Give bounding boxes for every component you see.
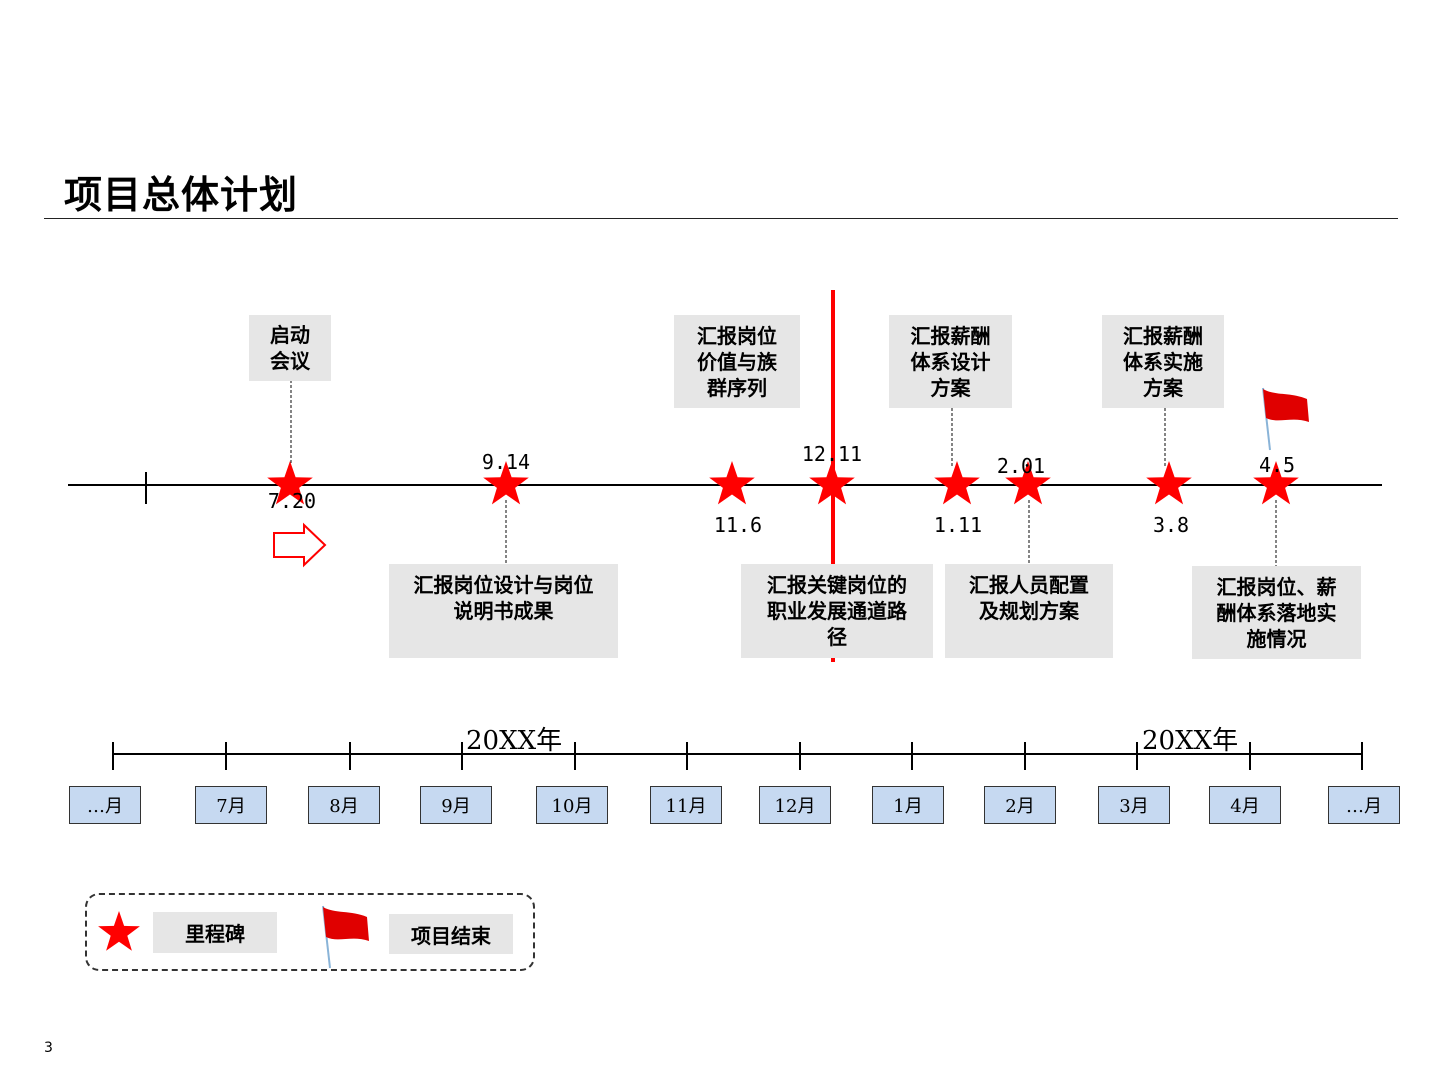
milestone-date-6: 2.01 bbox=[996, 454, 1046, 478]
page-number: 3 bbox=[44, 1040, 53, 1056]
milestone-date-7: 3.8 bbox=[1152, 513, 1190, 537]
star-icon bbox=[1146, 461, 1192, 505]
milestone-stars bbox=[267, 461, 1299, 505]
year-label-1: 20XX年 bbox=[466, 726, 563, 756]
star-icon bbox=[483, 461, 529, 505]
star-icon bbox=[1253, 461, 1299, 505]
milestone-box-2: 汇报岗位设计与岗位 说明书成果 bbox=[389, 564, 618, 658]
year-label-2: 20XX年 bbox=[1142, 726, 1239, 756]
star-icon bbox=[809, 461, 855, 505]
milestone-box-6: 汇报人员配置 及规划方案 bbox=[945, 564, 1113, 658]
title-divider bbox=[44, 218, 1398, 219]
milestone-box-8: 汇报岗位、薪 酬体系落地实 施情况 bbox=[1192, 566, 1361, 659]
milestone-box-1: 启动 会议 bbox=[249, 315, 331, 381]
legend-milestone-label: 里程碑 bbox=[153, 912, 277, 953]
milestone-date-4: 12.11 bbox=[801, 442, 863, 466]
month-cell: 2月 bbox=[984, 786, 1056, 824]
star-icon bbox=[267, 461, 313, 505]
milestone-date-1: 7.20 bbox=[267, 489, 317, 513]
milestone-box-7: 汇报薪酬 体系实施 方案 bbox=[1102, 315, 1224, 408]
star-icon bbox=[1005, 461, 1051, 505]
month-cell: 11月 bbox=[650, 786, 722, 824]
month-cell: …月 bbox=[1328, 786, 1400, 824]
month-cell: 1月 bbox=[872, 786, 944, 824]
month-cell: 4月 bbox=[1209, 786, 1281, 824]
month-cell: 7月 bbox=[195, 786, 267, 824]
month-cell: …月 bbox=[69, 786, 141, 824]
milestone-date-2: 9.14 bbox=[481, 450, 531, 474]
month-cell: 10月 bbox=[536, 786, 608, 824]
month-cell: 3月 bbox=[1098, 786, 1170, 824]
star-icon bbox=[934, 461, 980, 505]
flag-icon bbox=[1262, 387, 1309, 451]
month-cell: 8月 bbox=[308, 786, 380, 824]
legend bbox=[85, 893, 535, 971]
arrow-right-icon bbox=[273, 522, 327, 568]
star-icon bbox=[709, 461, 755, 505]
month-scale-ticks bbox=[112, 742, 1363, 770]
page-title: 项目总体计划 bbox=[64, 172, 299, 217]
legend-end-label: 项目结束 bbox=[389, 914, 513, 954]
milestone-date-8: 4.5 bbox=[1258, 453, 1296, 477]
milestone-box-3: 汇报岗位 价值与族 群序列 bbox=[674, 315, 800, 408]
milestone-box-5: 汇报薪酬 体系设计 方案 bbox=[889, 315, 1012, 408]
milestone-date-3: 11.6 bbox=[713, 513, 763, 537]
month-cell: 12月 bbox=[759, 786, 831, 824]
month-cell: 9月 bbox=[420, 786, 492, 824]
milestone-box-4: 汇报关键岗位的 职业发展通道路 径 bbox=[741, 564, 933, 658]
milestone-date-5: 1.11 bbox=[933, 513, 983, 537]
